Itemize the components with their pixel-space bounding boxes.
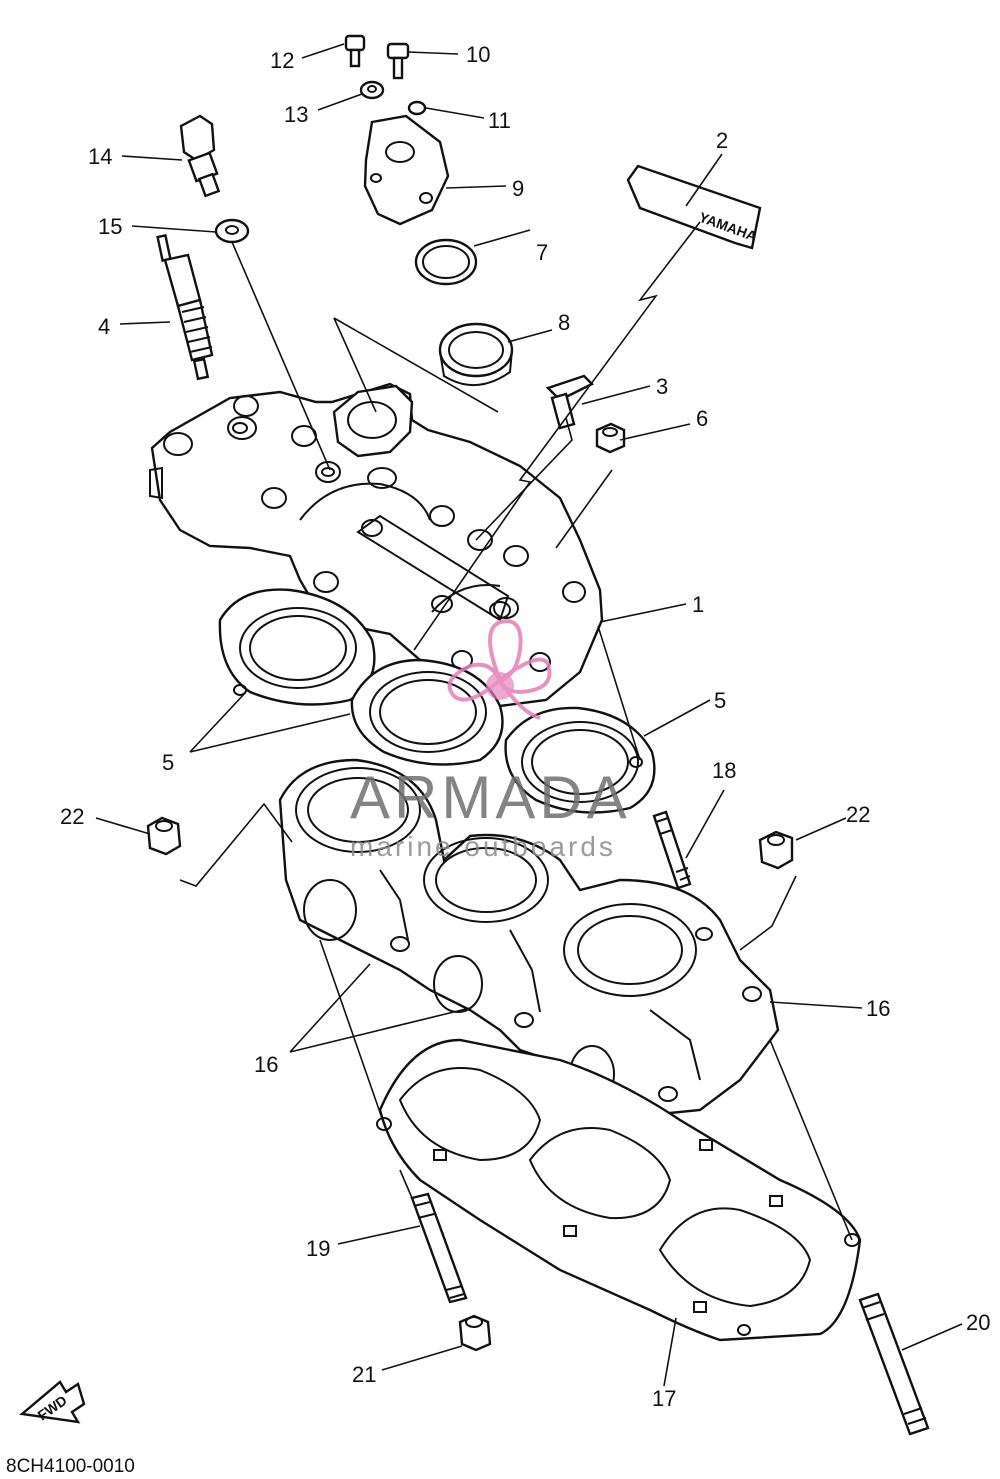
callout-5-right: 5: [714, 688, 726, 713]
part-13-washer: [359, 80, 385, 100]
callout-3: 3: [656, 374, 668, 399]
callout-14: 14: [88, 144, 112, 169]
part-6-nut: [595, 422, 626, 454]
part-21-nut: [458, 1314, 492, 1352]
leader-lines: [95, 43, 963, 1387]
callout-15: 15: [98, 214, 122, 239]
part-4-spark-plug: [156, 234, 214, 381]
callout-22-left: 22: [60, 804, 84, 829]
part-3-fitting: [545, 374, 595, 430]
figure-code: 8CH4100-0010: [6, 1456, 135, 1477]
part-10-bolt: [386, 42, 410, 80]
callout-17: 17: [652, 1386, 676, 1411]
callout-10: 10: [466, 42, 490, 67]
part-20-stud: [858, 1292, 930, 1436]
callout-1: 1: [692, 592, 704, 617]
callout-21: 21: [352, 1362, 376, 1387]
part-22-nut-left: [146, 816, 182, 856]
part-15-washer: [214, 218, 250, 244]
part-7-o-ring: [414, 238, 478, 286]
part-2-decal: YAMAHA: [626, 164, 762, 250]
callout-16-left: 16: [254, 1052, 278, 1077]
part-17-base-gasket: [376, 1038, 862, 1342]
callout-2: 2: [716, 128, 728, 153]
callout-18: 18: [712, 758, 736, 783]
callout-12: 12: [270, 48, 294, 73]
part-12-bolt: [344, 34, 366, 68]
part-22-nut-right: [758, 830, 794, 870]
part-1-cylinder-head: [149, 382, 604, 708]
part-19-stud: [410, 1192, 468, 1304]
callout-5-left: 5: [162, 750, 174, 775]
part-14-sensor: [179, 114, 221, 198]
callout-labels: 12 10 13 11 14 9 2 15 7 4 8 3 6 1 5 5 18…: [60, 42, 990, 1411]
callout-22-right: 22: [846, 802, 870, 827]
callout-13: 13: [284, 102, 308, 127]
callout-7: 7: [536, 240, 548, 265]
callout-20: 20: [966, 1310, 990, 1335]
callout-8: 8: [558, 310, 570, 335]
callout-16-right: 16: [866, 996, 890, 1021]
fwd-arrow-icon: FWD: [19, 1380, 86, 1424]
callout-6: 6: [696, 406, 708, 431]
callout-11: 11: [488, 108, 511, 133]
part-8-gasket: [438, 322, 514, 387]
part-5-head-gaskets: [218, 588, 656, 814]
callout-9: 9: [512, 176, 524, 201]
watermark: ARMADA marine outboards: [350, 619, 631, 862]
watermark-logo-icon: [447, 619, 552, 720]
part-11-nut: [407, 100, 427, 116]
part-9-cover: [363, 114, 450, 226]
assembly-lines: [179, 221, 853, 1241]
callout-4: 4: [98, 314, 110, 339]
callout-19: 19: [306, 1236, 330, 1261]
watermark-tagline: marine outboards: [350, 831, 616, 862]
watermark-brand: ARMADA: [350, 764, 631, 831]
part-18-stud: [652, 810, 692, 890]
